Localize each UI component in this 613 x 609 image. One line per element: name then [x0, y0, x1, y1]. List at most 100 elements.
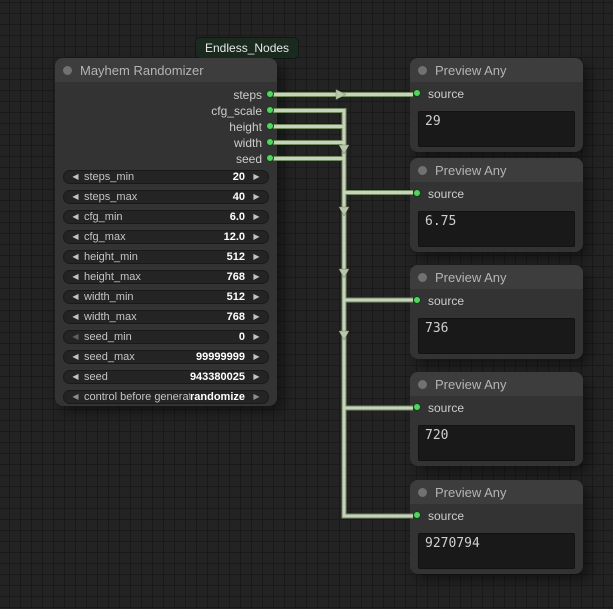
input-slot-icon[interactable]: [413, 511, 421, 519]
increment-arrow-icon[interactable]: ▶: [253, 212, 260, 221]
increment-arrow-icon[interactable]: ▶: [253, 172, 260, 181]
widget-height-min[interactable]: ◀ height_min 512 ▶: [63, 250, 269, 264]
input-slot-icon[interactable]: [413, 296, 421, 304]
node-header[interactable]: Preview Any: [410, 265, 583, 289]
node-header[interactable]: Preview Any: [410, 58, 583, 82]
input-slot-icon[interactable]: [413, 403, 421, 411]
widget-label: seed: [84, 371, 108, 383]
widget-width-max[interactable]: ◀ width_max 768 ▶: [63, 310, 269, 324]
widget-label: height_max: [84, 271, 141, 283]
widget-value: 512: [226, 291, 245, 303]
widget-value: 40: [232, 191, 245, 203]
output-slot-icon[interactable]: [266, 122, 274, 130]
preview-value-box[interactable]: 736: [418, 318, 575, 354]
output-row-width: width: [55, 135, 277, 151]
node-preview-any-3[interactable]: Preview Any source 736: [410, 265, 583, 359]
node-header[interactable]: Mayhem Randomizer: [55, 58, 277, 82]
collapse-dot-icon[interactable]: [418, 379, 427, 389]
input-label: source: [428, 294, 465, 308]
link-arrow-icon: [338, 330, 350, 341]
collapse-dot-icon[interactable]: [63, 65, 72, 75]
link-wire-width: [273, 141, 413, 410]
decrement-arrow-icon[interactable]: ◀: [72, 192, 79, 201]
increment-arrow-icon[interactable]: ▶: [253, 192, 260, 201]
widget-label: control before generate: [84, 391, 190, 403]
widget-seed[interactable]: ◀ seed 943380025 ▶: [63, 370, 269, 384]
node-title: Preview Any: [435, 376, 507, 392]
collapse-dot-icon[interactable]: [418, 165, 427, 175]
increment-arrow-icon[interactable]: ▶: [253, 232, 260, 241]
widget-cfg-min[interactable]: ◀ cfg_min 6.0 ▶: [63, 210, 269, 224]
link-arrow-icon: [338, 268, 350, 279]
output-row-height: height: [55, 119, 277, 135]
increment-arrow-icon[interactable]: ▶: [253, 372, 260, 381]
increment-arrow-icon[interactable]: ▶: [253, 332, 260, 341]
widget-steps-max[interactable]: ◀ steps_max 40 ▶: [63, 190, 269, 204]
widget-steps-min[interactable]: ◀ steps_min 20 ▶: [63, 170, 269, 184]
decrement-arrow-icon[interactable]: ◀: [72, 172, 79, 181]
decrement-arrow-icon[interactable]: ◀: [72, 212, 79, 221]
decrement-arrow-icon[interactable]: ◀: [72, 292, 79, 301]
node-mayhem-randomizer[interactable]: Mayhem Randomizer steps cfg_scale height…: [55, 58, 277, 406]
node-badge-endless-nodes[interactable]: Endless_Nodes: [196, 38, 299, 58]
output-slot-icon[interactable]: [266, 90, 274, 98]
preview-value-box[interactable]: 9270794: [418, 533, 575, 569]
output-slot-icon[interactable]: [266, 154, 274, 162]
widget-width-min[interactable]: ◀ width_min 512 ▶: [63, 290, 269, 304]
node-header[interactable]: Preview Any: [410, 372, 583, 396]
increment-arrow-icon[interactable]: ▶: [253, 312, 260, 321]
widget-seed-max[interactable]: ◀ seed_max 99999999 ▶: [63, 350, 269, 364]
link-arrow-icon: [338, 206, 350, 217]
link-wire-width: [273, 140, 413, 411]
output-slot-icon[interactable]: [266, 138, 274, 146]
decrement-arrow-icon[interactable]: ◀: [72, 392, 79, 401]
increment-arrow-icon[interactable]: ▶: [253, 272, 260, 281]
link-arrow-icon: [338, 144, 350, 155]
widget-value: 20: [232, 171, 245, 183]
input-row-source: source: [410, 508, 583, 524]
widget-height-max[interactable]: ◀ height_max 768 ▶: [63, 270, 269, 284]
input-label: source: [428, 187, 465, 201]
decrement-arrow-icon[interactable]: ◀: [72, 252, 79, 261]
decrement-arrow-icon[interactable]: ◀: [72, 332, 79, 341]
widget-label: steps_min: [84, 171, 135, 183]
increment-arrow-icon[interactable]: ▶: [253, 352, 260, 361]
node-title: Mayhem Randomizer: [80, 62, 204, 78]
preview-value-box[interactable]: 720: [418, 425, 575, 461]
node-preview-any-5[interactable]: Preview Any source 9270794: [410, 480, 583, 574]
preview-value-box[interactable]: 6.75: [418, 211, 575, 247]
decrement-arrow-icon[interactable]: ◀: [72, 352, 79, 361]
link-wire-height: [273, 124, 413, 303]
node-preview-any-2[interactable]: Preview Any source 6.75: [410, 158, 583, 252]
collapse-dot-icon[interactable]: [418, 65, 427, 75]
link-wire-seed: [273, 156, 413, 519]
output-slot-icon[interactable]: [266, 106, 274, 114]
widget-control-before-generate[interactable]: ◀ control before generate randomize ▶: [63, 390, 269, 404]
increment-arrow-icon[interactable]: ▶: [253, 292, 260, 301]
collapse-dot-icon[interactable]: [418, 272, 427, 282]
increment-arrow-icon[interactable]: ▶: [253, 252, 260, 261]
input-row-source: source: [410, 400, 583, 416]
decrement-arrow-icon[interactable]: ◀: [72, 372, 79, 381]
node-header[interactable]: Preview Any: [410, 480, 583, 504]
increment-arrow-icon[interactable]: ▶: [253, 392, 260, 401]
widget-seed-min[interactable]: ◀ seed_min 0 ▶: [63, 330, 269, 344]
decrement-arrow-icon[interactable]: ◀: [72, 232, 79, 241]
widget-label: seed_min: [84, 331, 132, 343]
node-preview-any-4[interactable]: Preview Any source 720: [410, 372, 583, 466]
node-header[interactable]: Preview Any: [410, 158, 583, 182]
output-row-seed: seed: [55, 151, 277, 167]
collapse-dot-icon[interactable]: [418, 487, 427, 497]
widget-label: width_max: [84, 311, 137, 323]
widget-label: steps_max: [84, 191, 138, 203]
decrement-arrow-icon[interactable]: ◀: [72, 272, 79, 281]
widget-cfg-max[interactable]: ◀ cfg_max 12.0 ▶: [63, 230, 269, 244]
input-label: source: [428, 87, 465, 101]
input-label: source: [428, 509, 465, 523]
input-slot-icon[interactable]: [413, 89, 421, 97]
decrement-arrow-icon[interactable]: ◀: [72, 312, 79, 321]
preview-value-box[interactable]: 29: [418, 111, 575, 147]
node-preview-any-1[interactable]: Preview Any source 29: [410, 58, 583, 152]
input-slot-icon[interactable]: [413, 189, 421, 197]
